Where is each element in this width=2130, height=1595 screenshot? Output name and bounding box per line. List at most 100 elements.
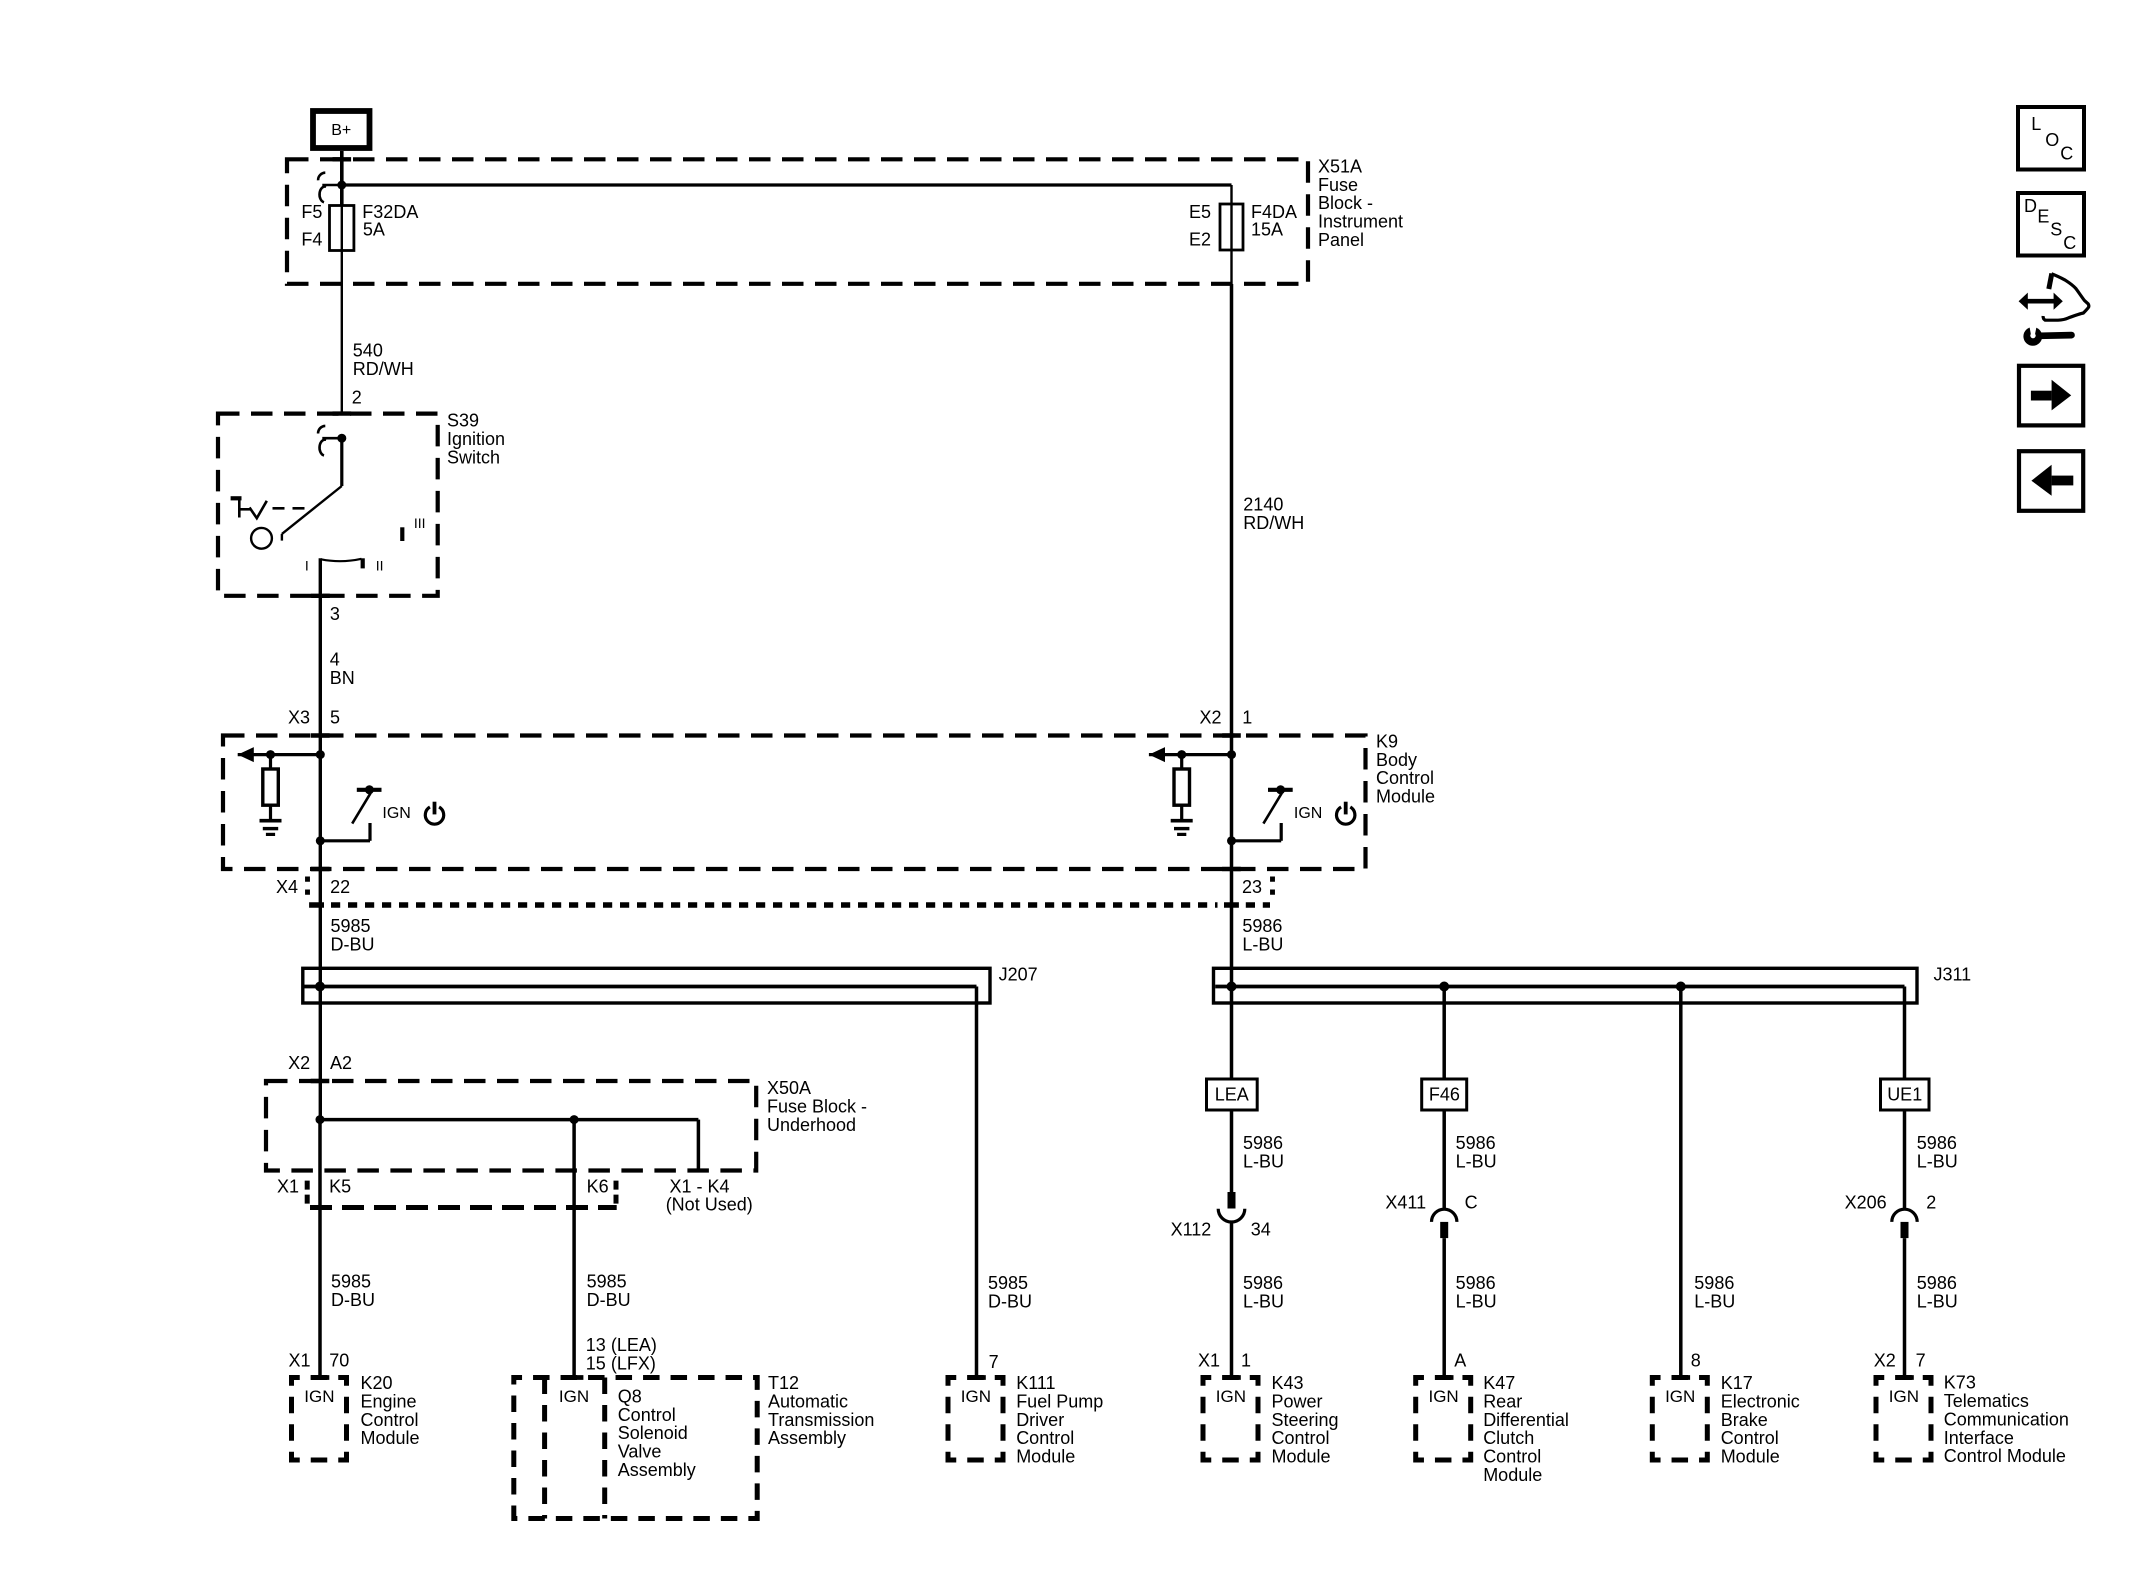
svg-text:I: I [305,558,309,574]
svg-text:Solenoid: Solenoid [618,1423,688,1443]
svg-text:IGN: IGN [1294,805,1322,822]
svg-text:X1: X1 [1198,1351,1220,1371]
svg-text:Module: Module [1016,1447,1075,1467]
svg-text:Engine: Engine [361,1391,417,1411]
svg-text:X1 - K4: X1 - K4 [670,1176,730,1196]
svg-text:L: L [2031,114,2041,134]
svg-text:X2: X2 [1874,1351,1896,1371]
svg-text:F4: F4 [301,230,322,250]
svg-text:E5: E5 [1189,202,1211,222]
svg-text:K20: K20 [361,1373,393,1393]
svg-text:5985: 5985 [331,1272,371,1292]
svg-text:Control: Control [1483,1447,1541,1467]
svg-text:Control: Control [361,1410,419,1430]
svg-text:III: III [414,515,426,531]
svg-text:Interface: Interface [1944,1428,2014,1448]
svg-text:IGN: IGN [304,1387,334,1406]
svg-text:L-BU: L-BU [1243,1291,1284,1311]
svg-text:E: E [2037,207,2049,227]
svg-text:5986: 5986 [1243,1133,1283,1153]
svg-text:Block -: Block - [1318,193,1373,213]
svg-text:K47: K47 [1483,1373,1515,1393]
svg-text:IGN: IGN [1428,1387,1458,1406]
svg-text:540: 540 [353,340,383,360]
svg-text:L-BU: L-BU [1242,934,1283,954]
svg-text:5985: 5985 [988,1273,1028,1293]
svg-text:5986: 5986 [1694,1273,1734,1293]
svg-text:D-BU: D-BU [988,1291,1032,1311]
svg-text:5986: 5986 [1242,916,1282,936]
svg-text:X51A: X51A [1318,156,1362,176]
svg-text:8: 8 [1691,1351,1701,1371]
svg-text:E2: E2 [1189,230,1211,250]
svg-text:F5: F5 [301,202,322,222]
svg-text:2: 2 [352,388,362,408]
svg-text:Control: Control [618,1405,676,1425]
svg-text:F46: F46 [1429,1085,1460,1105]
svg-text:J311: J311 [1934,964,1972,984]
svg-text:D-BU: D-BU [331,934,375,954]
svg-text:22: 22 [330,877,350,897]
svg-text:Panel: Panel [1318,230,1364,250]
svg-text:Ignition: Ignition [447,429,505,449]
svg-text:IGN: IGN [1216,1387,1246,1406]
svg-text:5: 5 [330,708,340,728]
svg-text:X206: X206 [1845,1193,1887,1213]
svg-text:Module: Module [361,1428,420,1448]
svg-text:BN: BN [330,668,355,688]
svg-text:X1: X1 [277,1176,299,1196]
svg-text:UE1: UE1 [1887,1085,1922,1105]
svg-text:Body: Body [1376,750,1417,770]
svg-text:L-BU: L-BU [1456,1291,1497,1311]
svg-text:Fuel Pump: Fuel Pump [1016,1391,1103,1411]
svg-text:B+: B+ [331,122,351,139]
svg-text:O: O [2045,130,2059,150]
svg-text:Control: Control [1721,1428,1779,1448]
svg-text:K43: K43 [1272,1373,1304,1393]
svg-text:IGN: IGN [559,1387,589,1406]
svg-text:Brake: Brake [1721,1410,1768,1430]
svg-text:S: S [2050,220,2062,240]
svg-text:23: 23 [1242,877,1262,897]
svg-text:A: A [1454,1351,1466,1371]
svg-text:II: II [376,558,384,574]
svg-text:Module: Module [1376,787,1435,807]
svg-text:Control: Control [1016,1428,1074,1448]
svg-text:X2: X2 [288,1053,310,1073]
svg-text:X1: X1 [288,1351,310,1371]
svg-text:K111: K111 [1016,1373,1055,1393]
svg-text:(Not Used): (Not Used) [666,1195,753,1215]
svg-text:K73: K73 [1944,1373,1976,1393]
svg-text:D: D [2024,196,2037,216]
svg-text:C: C [1465,1193,1478,1213]
svg-text:L-BU: L-BU [1917,1291,1958,1311]
svg-text:F4DA: F4DA [1251,202,1297,222]
svg-text:Automatic: Automatic [768,1391,848,1411]
svg-text:K9: K9 [1376,731,1398,751]
svg-text:70: 70 [329,1351,349,1371]
svg-text:13 (LEA): 13 (LEA) [586,1335,657,1355]
svg-text:15 (LFX): 15 (LFX) [586,1354,656,1374]
svg-text:5986: 5986 [1917,1273,1957,1293]
svg-text:Driver: Driver [1016,1410,1064,1430]
svg-text:C: C [2060,144,2073,164]
svg-text:Power: Power [1272,1391,1323,1411]
svg-text:X411: X411 [1385,1193,1426,1213]
svg-text:T12: T12 [768,1373,799,1393]
svg-text:L-BU: L-BU [1456,1151,1497,1171]
svg-text:Fuse Block -: Fuse Block - [767,1096,867,1116]
svg-text:Switch: Switch [447,447,500,467]
svg-text:4: 4 [330,650,340,670]
svg-text:RD/WH: RD/WH [1243,513,1304,533]
svg-text:D-BU: D-BU [331,1290,375,1310]
svg-text:X112: X112 [1171,1219,1212,1239]
svg-text:X2: X2 [1199,708,1221,728]
svg-text:5986: 5986 [1456,1273,1496,1293]
svg-text:1: 1 [1241,1351,1251,1371]
svg-text:7: 7 [989,1352,999,1372]
svg-text:D-BU: D-BU [587,1290,631,1310]
svg-text:Fuse: Fuse [1318,175,1358,195]
svg-text:F32DA: F32DA [362,202,418,222]
svg-text:Steering: Steering [1272,1410,1339,1430]
svg-text:S39: S39 [447,411,479,431]
